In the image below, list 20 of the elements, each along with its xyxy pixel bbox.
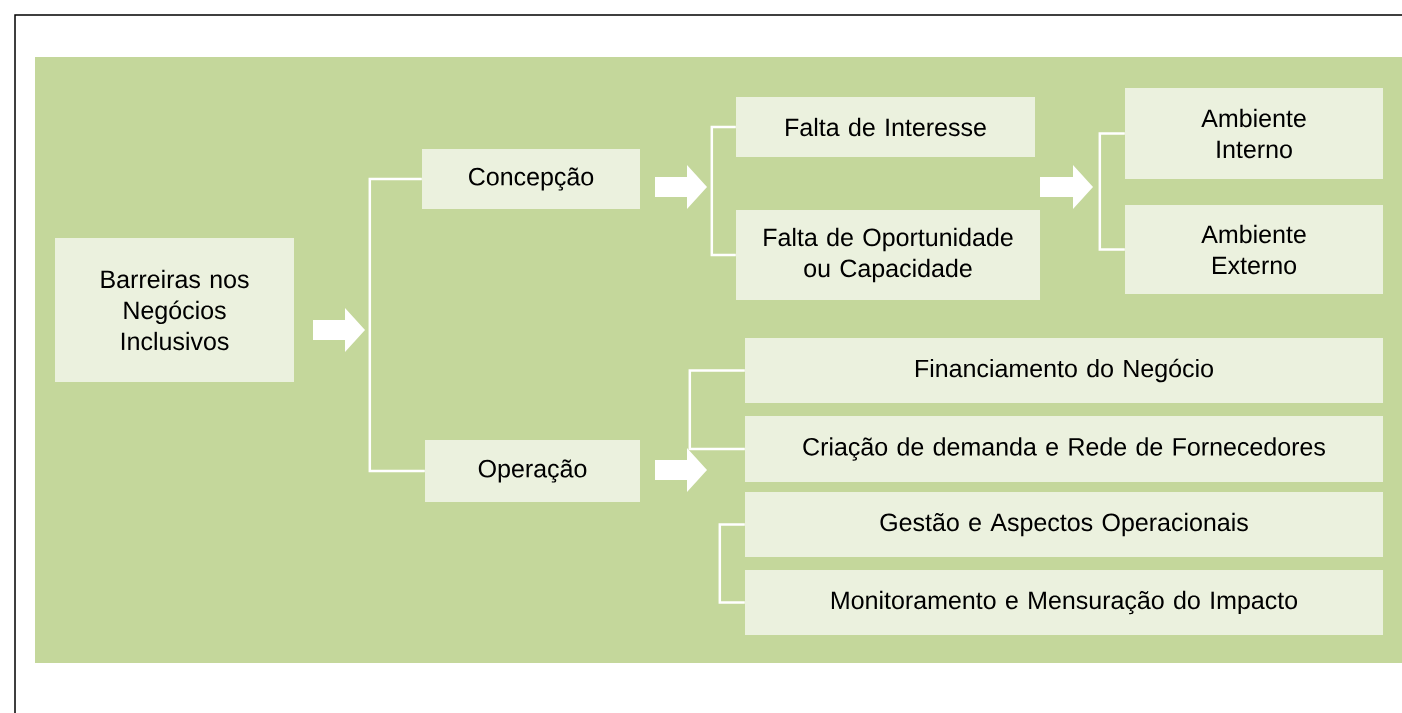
process-box: Operação [425, 440, 640, 502]
process-box: Gestão e Aspectos Operacionais [745, 492, 1383, 557]
bracket-line [688, 369, 745, 451]
process-box: Falta de Interesse [736, 97, 1035, 157]
process-box: Falta de Oportunidade ou Capacidade [736, 210, 1040, 300]
process-box: Ambiente Externo [1125, 205, 1383, 294]
process-box: Ambiente Interno [1125, 88, 1383, 179]
block-arrow [655, 165, 707, 209]
block-arrow [1040, 165, 1093, 209]
block-arrow [655, 448, 707, 492]
process-box: Barreiras nos Negócios Inclusivos [55, 238, 294, 382]
bracket-line [1098, 132, 1125, 251]
process-box: Financiamento do Negócio [745, 338, 1383, 403]
block-arrow [313, 308, 365, 352]
bracket-line [718, 523, 745, 604]
bracket-line [710, 125, 736, 257]
process-box: Monitoramento e Mensuração do Impacto [745, 570, 1383, 635]
process-box: Concepção [422, 149, 640, 209]
bracket-line [368, 177, 425, 473]
process-box: Criação de demanda e Rede de Fornecedores [745, 416, 1383, 482]
